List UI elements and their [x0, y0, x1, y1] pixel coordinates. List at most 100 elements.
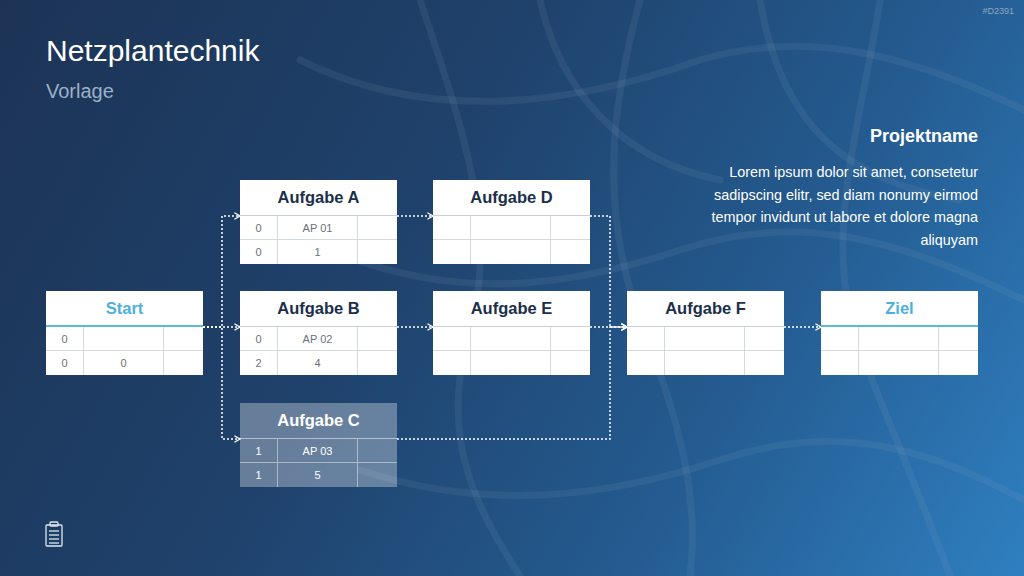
- task-header: Start: [46, 291, 203, 327]
- table-cell: [433, 351, 471, 375]
- table-cell: 0: [46, 327, 84, 351]
- table-cell: [84, 327, 164, 351]
- task-grid: [433, 216, 590, 264]
- cell-value: 1: [255, 469, 261, 481]
- table-cell: 5: [278, 463, 358, 487]
- table-cell: [665, 351, 745, 375]
- table-cell: [939, 351, 978, 375]
- cell-value: 0: [120, 357, 126, 369]
- cell-value: 0: [255, 222, 261, 234]
- table-cell: [551, 327, 590, 351]
- cell-value: 1: [255, 445, 261, 457]
- cell-value: AP 02: [303, 333, 333, 345]
- task-grid: 1 AP 03 1 5: [240, 439, 397, 487]
- table-cell: [821, 351, 859, 375]
- project-text: Lorem ipsum dolor sit amet, consetetur s…: [678, 161, 978, 251]
- task-name: Aufgabe A: [278, 188, 360, 207]
- task-name: Aufgabe B: [277, 299, 360, 318]
- cell-value: 5: [314, 469, 320, 481]
- table-cell: 4: [278, 351, 358, 375]
- table-cell: 2: [240, 351, 278, 375]
- task-name: Aufgabe C: [277, 411, 360, 430]
- task-box: Aufgabe B 0 AP 02 2 4: [240, 291, 397, 375]
- table-cell: 0: [84, 351, 164, 375]
- task-header: Aufgabe E: [433, 291, 590, 327]
- table-cell: 1: [278, 240, 358, 264]
- table-cell: [164, 351, 203, 375]
- task-box: Aufgabe C 1 AP 03 1 5: [240, 403, 397, 487]
- table-cell: [627, 351, 665, 375]
- table-cell: 0: [240, 240, 278, 264]
- table-cell: [821, 327, 859, 351]
- table-cell: AP 01: [278, 216, 358, 240]
- cell-value: AP 03: [303, 445, 333, 457]
- task-grid: 0 AP 02 2 4: [240, 327, 397, 375]
- cell-value: AP 01: [303, 222, 333, 234]
- table-cell: [745, 351, 784, 375]
- table-cell: [551, 216, 590, 240]
- table-cell: [433, 240, 471, 264]
- task-grid: 0 AP 01 0 1: [240, 216, 397, 264]
- table-cell: 0: [240, 327, 278, 351]
- slide-code: #D2391: [982, 6, 1014, 16]
- task-header: Aufgabe C: [240, 403, 397, 439]
- cell-value: 0: [255, 246, 261, 258]
- dependency-arrow: [590, 216, 627, 327]
- table-cell: AP 03: [278, 439, 358, 463]
- task-name: Aufgabe D: [470, 188, 553, 207]
- task-header: Aufgabe A: [240, 180, 397, 216]
- table-cell: [471, 240, 551, 264]
- task-box: Aufgabe F: [627, 291, 784, 375]
- cell-value: 0: [255, 333, 261, 345]
- task-header: Aufgabe D: [433, 180, 590, 216]
- task-box: Aufgabe E: [433, 291, 590, 375]
- dependency-arrow: [397, 326, 433, 328]
- table-cell: 1: [240, 439, 278, 463]
- task-name: Aufgabe F: [665, 299, 746, 318]
- table-cell: AP 02: [278, 327, 358, 351]
- task-header: Aufgabe B: [240, 291, 397, 327]
- dependency-arrow: [203, 327, 240, 439]
- table-cell: [358, 439, 397, 463]
- clipboard-icon: [46, 522, 62, 546]
- task-name: Start: [106, 299, 144, 318]
- table-cell: [471, 216, 551, 240]
- table-cell: [859, 327, 939, 351]
- table-cell: [939, 327, 978, 351]
- table-cell: [471, 327, 551, 351]
- task-header: Aufgabe F: [627, 291, 784, 327]
- cell-value: 4: [314, 357, 320, 369]
- table-cell: [358, 327, 397, 351]
- table-cell: [627, 327, 665, 351]
- task-box: Start 0 0 0: [46, 291, 203, 375]
- task-grid: [627, 327, 784, 375]
- table-cell: [433, 327, 471, 351]
- task-grid: 0 0 0: [46, 327, 203, 375]
- dependency-arrow: [203, 216, 240, 327]
- task-box: Aufgabe A 0 AP 01 0 1: [240, 180, 397, 264]
- table-cell: [358, 216, 397, 240]
- table-cell: 0: [240, 216, 278, 240]
- table-cell: [471, 351, 551, 375]
- task-header: Ziel: [821, 291, 978, 327]
- table-cell: [551, 351, 590, 375]
- table-cell: [551, 240, 590, 264]
- task-grid: [821, 327, 978, 375]
- cell-value: 1: [314, 246, 320, 258]
- cell-value: 2: [255, 357, 261, 369]
- task-box: Ziel: [821, 291, 978, 375]
- table-cell: [358, 240, 397, 264]
- table-cell: [745, 327, 784, 351]
- table-cell: [164, 327, 203, 351]
- dependency-arrow: [397, 215, 433, 217]
- table-cell: [358, 351, 397, 375]
- table-cell: [358, 463, 397, 487]
- cell-value: 0: [61, 357, 67, 369]
- table-cell: [433, 216, 471, 240]
- dependency-arrow: [784, 326, 821, 328]
- task-name: Aufgabe E: [471, 299, 553, 318]
- task-grid: [433, 327, 590, 375]
